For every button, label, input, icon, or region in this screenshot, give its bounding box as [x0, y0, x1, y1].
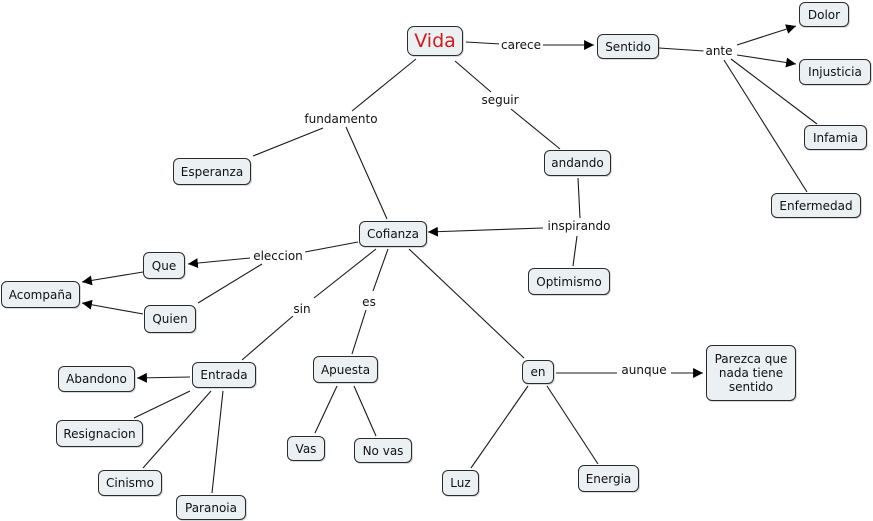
link-label-eleccion: eleccion [251, 249, 305, 263]
edge-apuesta-novas [353, 385, 377, 437]
node-esperanza[interactable]: Esperanza [173, 158, 251, 185]
node-infamia[interactable]: Infamia [804, 125, 867, 150]
node-no-vas[interactable]: No vas [354, 438, 412, 463]
node-quien[interactable]: Quien [144, 305, 196, 333]
node-cofianza[interactable]: Cofianza [359, 221, 427, 247]
node-abandono[interactable]: Abandono [58, 366, 135, 392]
node-energia[interactable]: Energia [578, 465, 639, 492]
node-enfermedad[interactable]: Enfermedad [771, 193, 861, 218]
edge-apuesta-vas [314, 385, 338, 434]
edge-eleccion-que [187, 257, 251, 268]
node-acompana[interactable]: Acompaña [1, 281, 80, 308]
node-resignacion[interactable]: Resignacion [56, 420, 143, 447]
edge-ante-dolor [736, 24, 797, 46]
node-parezca-que-nada-tiene-sentido[interactable]: Parezca que nada tiene sentido [706, 345, 796, 401]
node-en[interactable]: en [522, 360, 554, 384]
edge-fundamento-esperanza [252, 127, 324, 157]
node-paranoia[interactable]: Paranoia [176, 495, 246, 520]
edge-inspirando-optimismo [572, 235, 578, 267]
node-andando[interactable]: andando [544, 150, 611, 176]
edge-vida-fundamento [351, 58, 417, 112]
edge-cofianza-eleccion [304, 241, 359, 253]
node-vas[interactable]: Vas [287, 436, 325, 461]
edge-sin-entrada [241, 315, 294, 361]
edge-quien-acompana [81, 299, 144, 315]
link-label-ante: ante [703, 44, 735, 58]
node-cinismo[interactable]: Cinismo [98, 470, 162, 496]
edge-ante-injusticia [736, 54, 797, 68]
edge-eleccion-quien [197, 263, 263, 304]
node-apuesta[interactable]: Apuesta [313, 356, 378, 383]
node-dolor[interactable]: Dolor [799, 2, 849, 27]
link-label-seguir: seguir [479, 93, 521, 107]
edge-vida-seguir [454, 60, 492, 93]
edge-que-acompana [81, 271, 144, 286]
node-optimismo[interactable]: Optimismo [528, 268, 610, 295]
edge-cofianza-en [408, 248, 525, 359]
node-que[interactable]: Que [143, 252, 185, 279]
node-injusticia[interactable]: Injusticia [799, 59, 871, 85]
link-label-aunque: aunque [619, 363, 669, 377]
edge-en-luz [470, 385, 529, 469]
link-label-sin: sin [291, 302, 313, 316]
node-sentido[interactable]: Sentido [597, 34, 659, 59]
link-label-fundamento: fundamento [302, 112, 380, 126]
edge-cofianza-sin [313, 248, 377, 299]
edge-entrada-paranoia [211, 390, 224, 494]
edge-inspirando-cofianza [427, 226, 544, 237]
link-label-carece: carece [499, 38, 543, 52]
edge-seguir-andando [510, 108, 561, 150]
link-label-es: es [360, 295, 378, 309]
edge-entrada-cinismo [142, 390, 212, 469]
edge-es-apuesta [351, 309, 367, 355]
edge-entrada-resignacion [133, 390, 191, 419]
edge-andando-inspirando [577, 177, 581, 219]
node-luz[interactable]: Luz [442, 470, 479, 496]
edge-cofianza-es [372, 248, 389, 292]
node-entrada[interactable]: Entrada [192, 362, 256, 388]
edge-en-energia [546, 385, 599, 465]
edge-sentido-ante [658, 47, 705, 52]
edge-ante-enfermedad [723, 59, 808, 193]
edge-fundamento-cofianza [345, 126, 388, 220]
edge-entrada-abandono [136, 372, 191, 383]
edge-ante-infamia [730, 58, 818, 125]
node-vida[interactable]: Vida [407, 26, 463, 56]
link-label-inspirando: inspirando [545, 219, 613, 233]
edge-vida-carece [465, 41, 501, 45]
